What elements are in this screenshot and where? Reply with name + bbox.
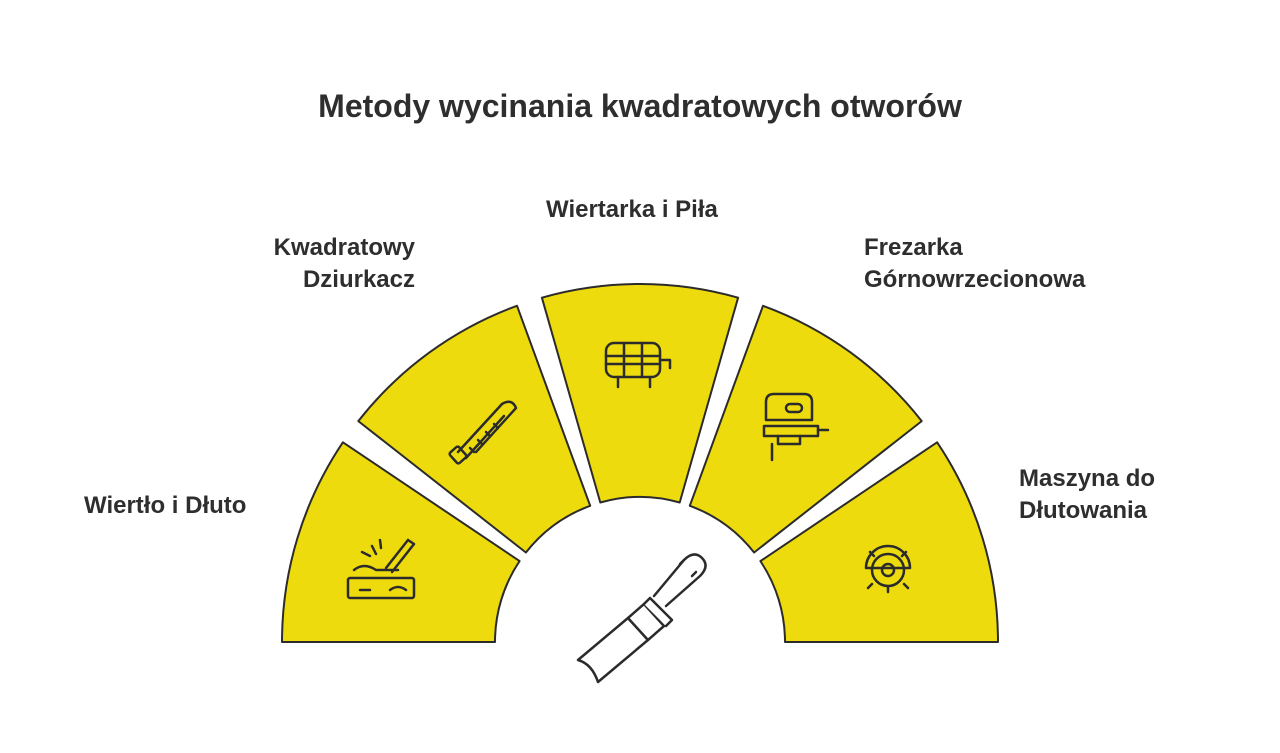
segment-drill-chisel: [281, 441, 521, 643]
label-line: Dłutowania: [1019, 497, 1148, 524]
label-line: Wiertło i Dłuto: [84, 492, 247, 519]
hacksaw-icon: [448, 400, 518, 465]
circular-saw-blade-icon: [864, 544, 912, 594]
diagram-title: Metody wycinania kwadratowych otworów: [318, 88, 962, 124]
label-drill-and-saw: Wiertarka i Piła: [546, 194, 718, 226]
segment-drill-saw: [540, 283, 740, 504]
label-mortiser: Maszyna do Dłutowania: [1019, 463, 1155, 527]
label-line: Frezarka: [864, 234, 963, 261]
label-square-punch: Kwadratowy Dziurkacz: [200, 232, 415, 296]
label-line: Górnowrzecionowa: [864, 266, 1086, 293]
label-line: Maszyna do: [1019, 465, 1156, 492]
label-line: Dziurkacz: [302, 266, 415, 293]
segment-mortiser: [759, 441, 999, 643]
label-router: Frezarka Górnowrzecionowa: [864, 232, 1085, 296]
barrel-tap-icon: [604, 341, 672, 389]
label-line: Wiertarka i Piła: [546, 196, 718, 223]
label-drill-and-chisel: Wiertło i Dłuto: [84, 490, 246, 522]
segment-router: [688, 304, 923, 554]
chisel-wood-icon: [346, 538, 416, 600]
chisel-icon: [576, 553, 707, 684]
segment-square-punch: [357, 304, 592, 554]
jigsaw-icon: [762, 392, 830, 462]
segments-layer: [281, 283, 999, 643]
label-line: Kwadratowy: [273, 234, 415, 261]
